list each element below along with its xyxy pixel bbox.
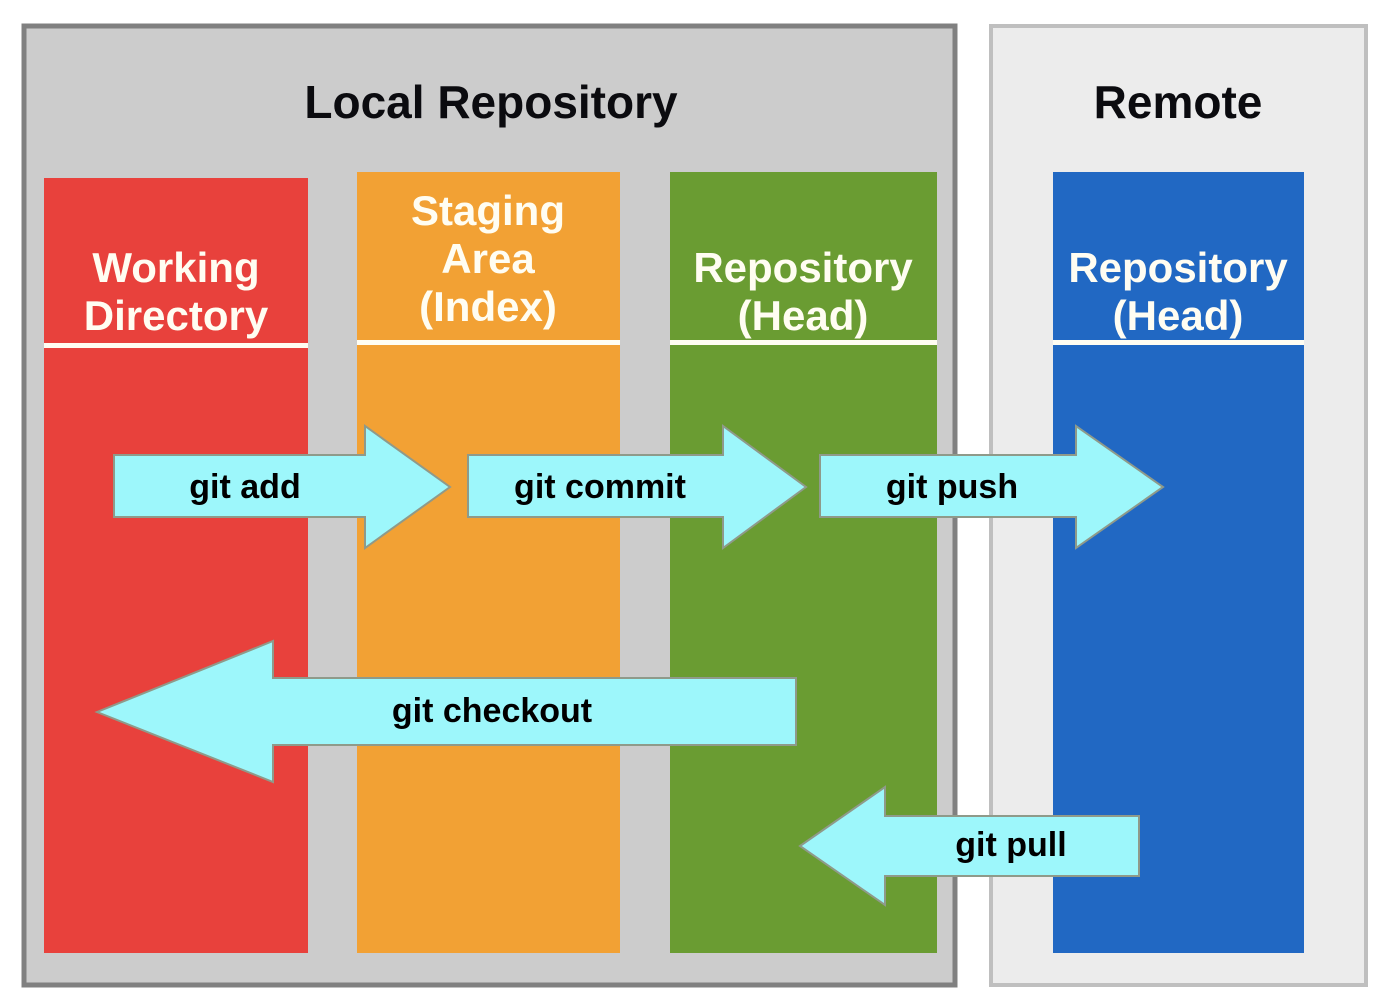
staging-area-label-line-2: Area xyxy=(441,235,535,282)
git-pull-label: git pull xyxy=(955,826,1066,864)
staging-area-label-line-3: (Index) xyxy=(419,283,557,330)
git-checkout-label: git checkout xyxy=(392,692,592,730)
git-commit-label: git commit xyxy=(514,468,686,506)
arrow-git-commit[interactable]: git commit xyxy=(467,424,808,550)
working-directory-divider xyxy=(44,343,308,348)
working-directory-block[interactable] xyxy=(44,178,308,953)
remote-repository-label-line-1: Repository xyxy=(1068,244,1288,291)
git-add-label: git add xyxy=(189,468,300,506)
remote-repository-label-line-2: (Head) xyxy=(1113,292,1244,339)
local-repository-label-line-1: Repository xyxy=(693,244,913,291)
arrow-git-pull[interactable]: git pull xyxy=(798,785,1140,907)
working-directory-label-line-1: Working xyxy=(92,244,259,291)
git-push-label: git push xyxy=(886,468,1018,506)
staging-area-block[interactable] xyxy=(357,172,620,953)
arrow-git-push[interactable]: git push xyxy=(819,424,1165,550)
staging-area-label-line-1: Staging xyxy=(411,187,565,234)
git-add-arrow-shape[interactable] xyxy=(113,424,452,550)
staging-area-divider xyxy=(357,340,620,345)
local-panel-title: Local Repository xyxy=(304,76,678,128)
git-pull-arrow-shape[interactable] xyxy=(798,785,1140,907)
arrow-git-add[interactable]: git add xyxy=(113,424,452,550)
local-repository-divider xyxy=(670,340,937,345)
git-push-arrow-shape[interactable] xyxy=(819,424,1165,550)
remote-panel-title: Remote xyxy=(1094,76,1263,128)
arrow-git-checkout[interactable]: git checkout xyxy=(94,639,797,784)
git-checkout-arrow-shape[interactable] xyxy=(94,639,797,784)
remote-repository-divider xyxy=(1053,340,1304,345)
git-commit-arrow-shape[interactable] xyxy=(467,424,808,550)
working-directory-label-line-2: Directory xyxy=(84,292,269,339)
column-working-directory[interactable]: Working Directory xyxy=(44,178,308,953)
column-staging-area[interactable]: Staging Area (Index) xyxy=(357,172,620,953)
local-repository-label-line-2: (Head) xyxy=(738,292,869,339)
